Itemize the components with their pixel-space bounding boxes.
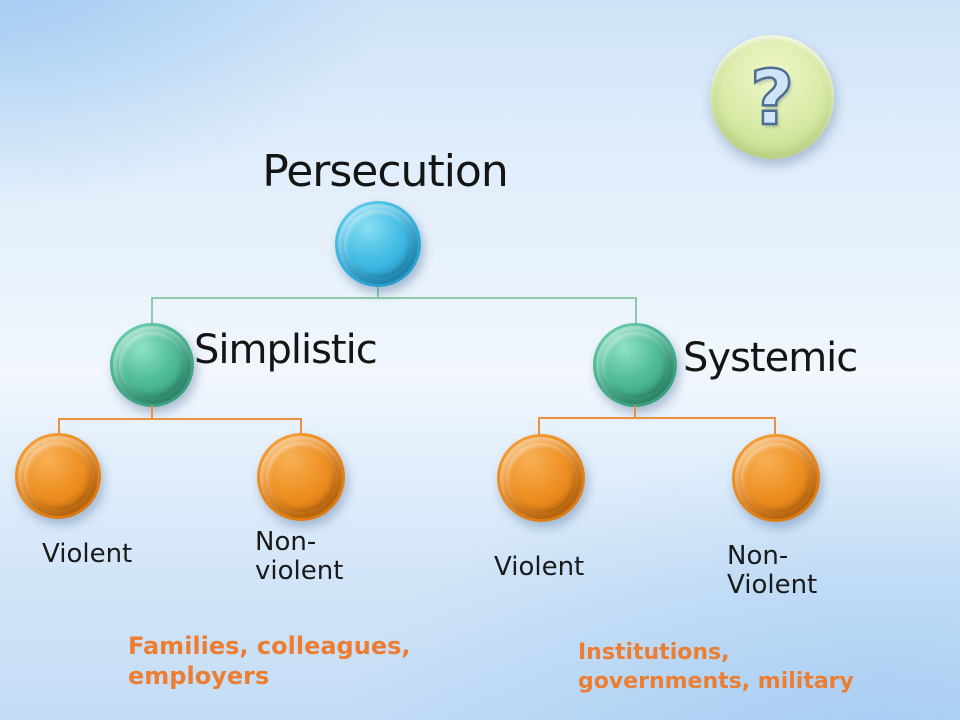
page-title: Persecution (262, 146, 508, 197)
node-circle-simplistic-nonviolent (257, 433, 345, 521)
leaf-label-simplistic-violent: Violent (42, 540, 132, 569)
note-systemic-examples: Institutions, governments, military (578, 638, 854, 696)
node-label-simplistic: Simplistic (194, 327, 378, 373)
connector-root-crossbar (151, 297, 637, 299)
connector-root-drop-left (151, 297, 153, 325)
label-line: Violent (727, 570, 818, 600)
note-line: Institutions, (578, 640, 730, 665)
question-mark-icon: ? (749, 51, 796, 143)
node-circle-systemic-nonviolent (732, 434, 820, 522)
node-circle-simplistic-violent (15, 433, 101, 519)
label-line: Non- (727, 541, 789, 571)
note-line: employers (128, 662, 270, 690)
node-circle-root (335, 201, 421, 287)
note-line: Families, colleagues, (128, 632, 411, 660)
node-circle-systemic (593, 323, 677, 407)
connector-simplistic-crossbar (58, 418, 302, 420)
label-line: Violent (42, 539, 133, 569)
leaf-label-systemic-violent: Violent (494, 553, 584, 582)
connector-root-drop-right (635, 297, 637, 325)
label-line: Violent (494, 552, 585, 582)
connector-simplistic-drop-left (58, 418, 60, 435)
leaf-label-simplistic-nonviolent: Non- violent (255, 528, 343, 586)
connector-root-stem (377, 284, 379, 299)
note-simplistic-examples: Families, colleagues, employers (128, 631, 411, 691)
node-label-systemic: Systemic (683, 335, 858, 381)
connector-simplistic-drop-right (300, 418, 302, 435)
question-mark-badge: ? (710, 35, 834, 159)
connector-systemic-drop-right (774, 417, 776, 435)
connector-simplistic-stem (151, 405, 153, 420)
connector-systemic-stem (634, 405, 636, 419)
label-line: violent (255, 556, 344, 586)
note-line: governments, military (578, 669, 854, 694)
leaf-label-systemic-nonviolent: Non- Violent (727, 542, 817, 600)
node-circle-systemic-violent (497, 434, 585, 522)
label-line: Non- (255, 527, 317, 557)
connector-systemic-drop-left (538, 417, 540, 435)
connector-systemic-crossbar (538, 417, 776, 419)
node-circle-simplistic (110, 323, 194, 407)
